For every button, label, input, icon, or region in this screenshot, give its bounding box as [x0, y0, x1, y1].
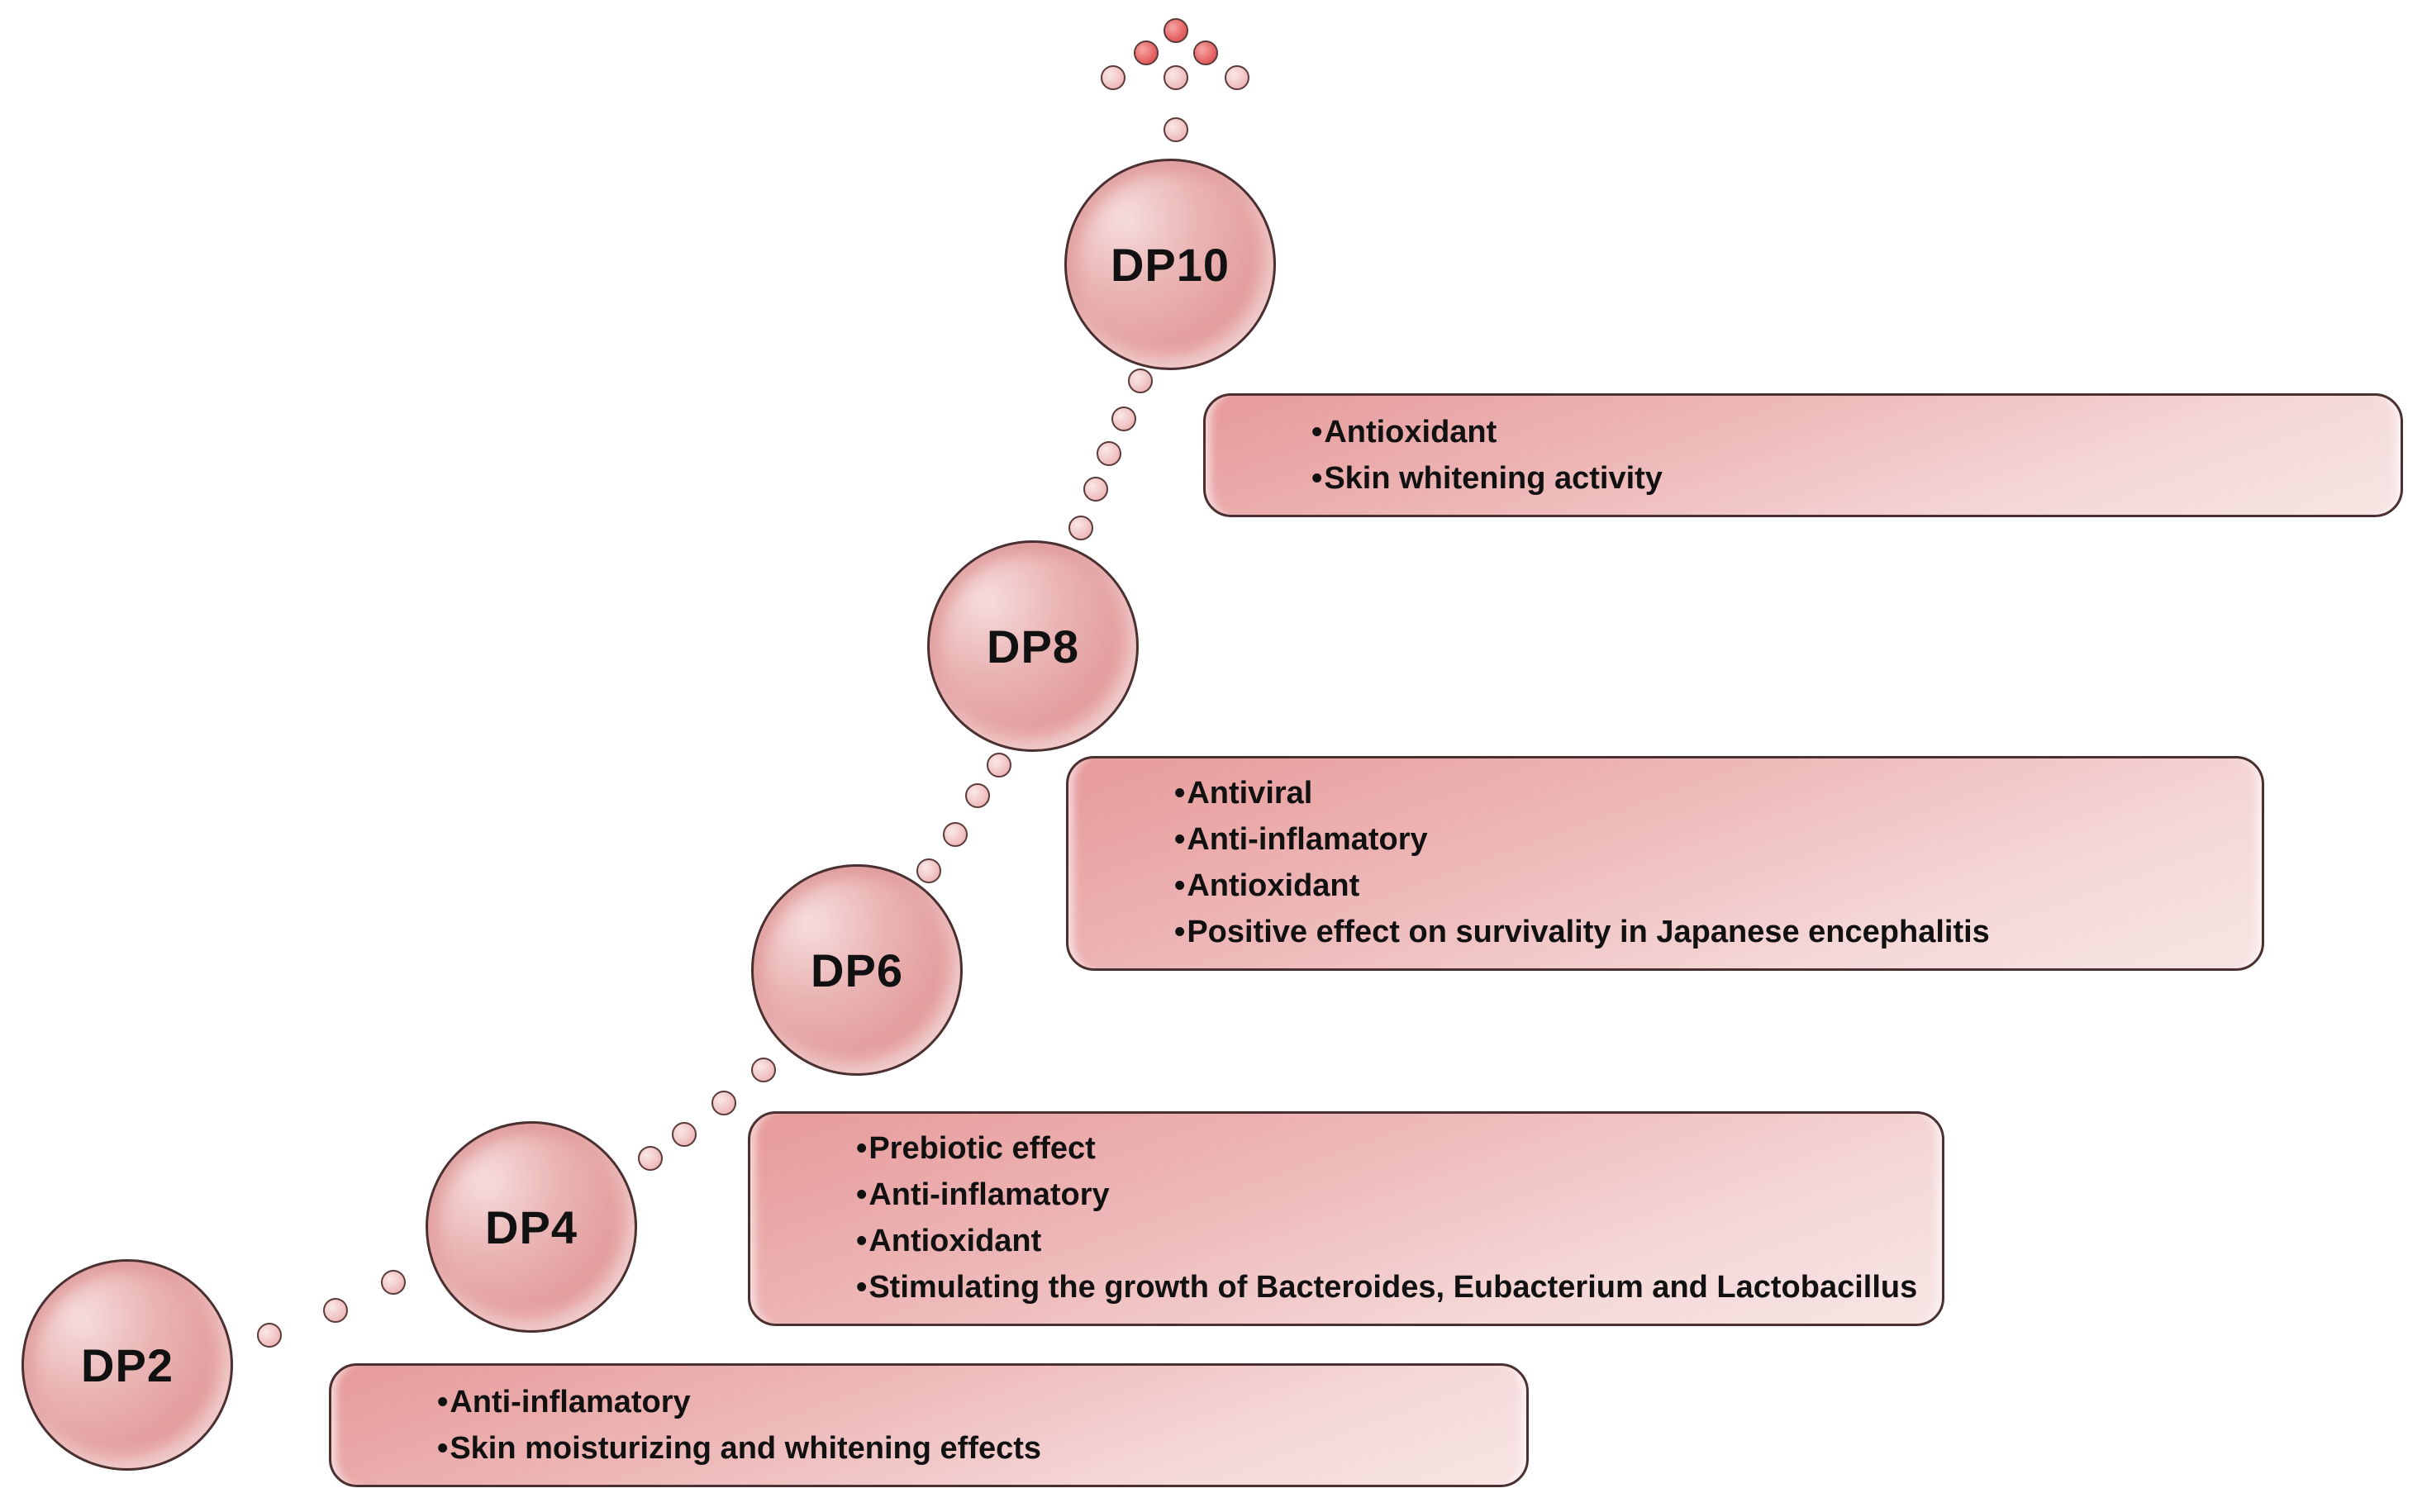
- list-item: Antioxidant: [1311, 409, 1663, 455]
- node-dp10-label: DP10: [1110, 238, 1230, 291]
- node-dp10: DP10: [1064, 159, 1276, 370]
- box-dp8: Antioxidant Skin whitening activity: [1203, 393, 2403, 517]
- box-dp2: Anti-inflamatory Skin moisturizing and w…: [329, 1363, 1529, 1487]
- connector-dot: [916, 858, 941, 883]
- connector-dot: [638, 1146, 663, 1171]
- node-dp8-label: DP8: [987, 620, 1079, 673]
- connector-dot: [1164, 65, 1188, 90]
- node-dp6-label: DP6: [811, 944, 903, 996]
- box-dp4-list: Prebiotic effect Anti-inflamatory Antiox…: [856, 1125, 1917, 1310]
- node-dp4-label: DP4: [485, 1201, 578, 1253]
- list-item: Skin whitening activity: [1311, 455, 1663, 502]
- connector-dot: [1225, 65, 1249, 90]
- list-item: Antioxidant: [856, 1218, 1917, 1264]
- connector-dot: [1111, 407, 1136, 431]
- connector-dot: [1097, 441, 1121, 466]
- box-dp4: Prebiotic effect Anti-inflamatory Antiox…: [748, 1111, 1944, 1326]
- connector-dot: [987, 753, 1011, 777]
- connector-dot: [323, 1298, 348, 1323]
- connector-dot: [672, 1122, 697, 1147]
- list-item: Skin moisturizing and whitening effects: [437, 1425, 1041, 1472]
- list-item: Stimulating the growth of Bacteroides, E…: [856, 1264, 1917, 1310]
- connector-dot: [1101, 65, 1125, 90]
- list-item: Antioxidant: [1174, 863, 1990, 909]
- connector-dot: [1068, 516, 1093, 540]
- node-dp8: DP8: [927, 540, 1139, 752]
- list-item: Positive effect on survivality in Japane…: [1174, 909, 1990, 955]
- connector-dot: [1128, 368, 1153, 393]
- box-dp2-list: Anti-inflamatory Skin moisturizing and w…: [437, 1379, 1041, 1472]
- list-item: Anti-inflamatory: [856, 1172, 1917, 1218]
- connector-dot-accent: [1134, 40, 1159, 65]
- box-dp6: Antiviral Anti-inflamatory Antioxidant P…: [1066, 756, 2264, 971]
- connector-dot: [381, 1270, 406, 1295]
- list-item: Anti-inflamatory: [1174, 816, 1990, 863]
- node-dp2: DP2: [21, 1259, 233, 1471]
- connector-dot-accent: [1164, 18, 1188, 43]
- connector-dot-accent: [1193, 40, 1218, 65]
- node-dp6: DP6: [751, 864, 963, 1076]
- connector-dot: [1083, 477, 1108, 502]
- connector-dot: [943, 822, 968, 847]
- box-dp8-list: Antioxidant Skin whitening activity: [1311, 409, 1663, 502]
- list-item: Antiviral: [1174, 770, 1990, 816]
- connector-dot: [965, 783, 990, 808]
- node-dp4: DP4: [426, 1121, 637, 1333]
- connector-dot: [751, 1058, 776, 1082]
- box-dp6-list: Antiviral Anti-inflamatory Antioxidant P…: [1174, 770, 1990, 955]
- node-dp2-label: DP2: [81, 1338, 174, 1391]
- connector-dot: [1164, 117, 1188, 142]
- connector-dot: [257, 1323, 282, 1348]
- list-item: Anti-inflamatory: [437, 1379, 1041, 1425]
- list-item: Prebiotic effect: [856, 1125, 1917, 1172]
- connector-dot: [711, 1091, 736, 1115]
